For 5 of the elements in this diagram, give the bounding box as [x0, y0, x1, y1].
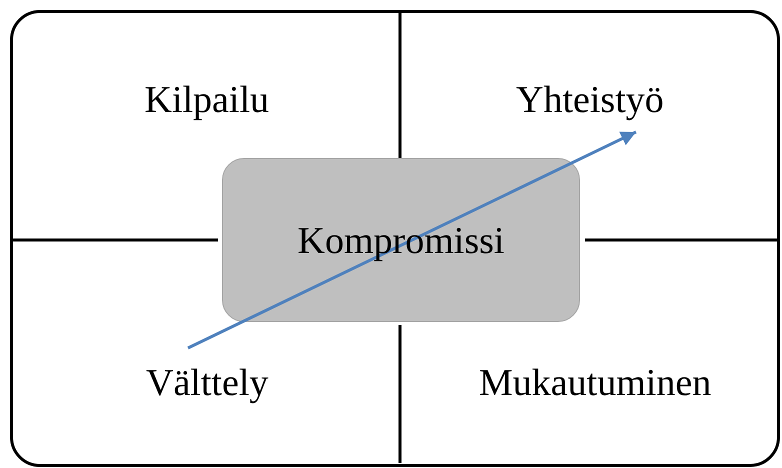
quadrant-label: Kilpailu — [144, 78, 270, 122]
quadrant-label: Mukautuminen — [479, 361, 712, 405]
quadrant-label: Välttely — [146, 361, 268, 405]
rounded-box — [222, 158, 580, 322]
quadrant-label: Yhteistyö — [516, 78, 664, 122]
